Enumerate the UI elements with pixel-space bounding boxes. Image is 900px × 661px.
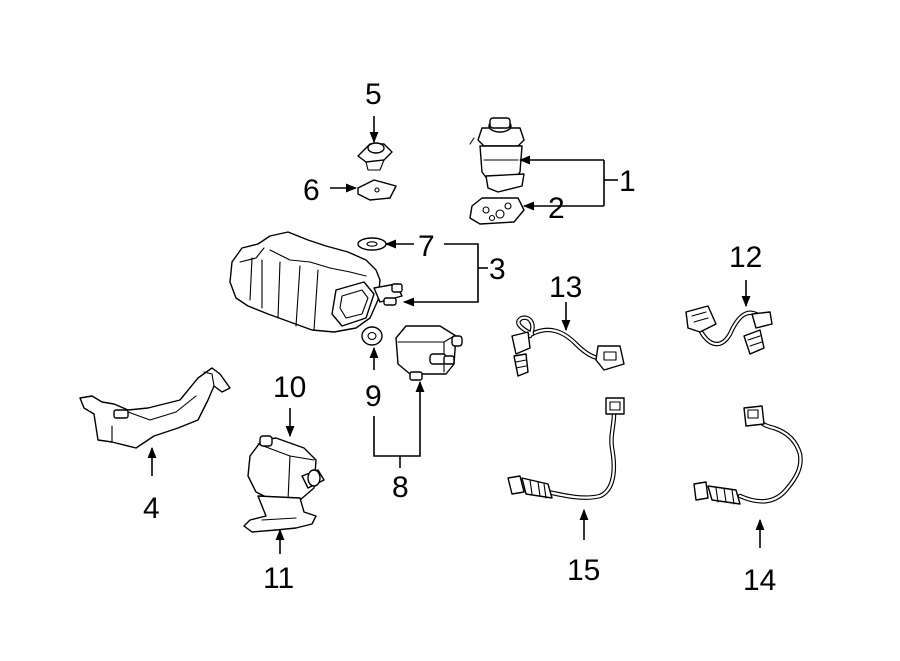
oxygen-sensor-13[interactable] <box>511 315 625 377</box>
charcoal-canister[interactable] <box>229 231 403 333</box>
oxygen-sensor-15[interactable] <box>507 397 625 500</box>
callout-8: 8 <box>392 471 409 504</box>
o-ring-9[interactable] <box>361 326 383 346</box>
egr-gasket[interactable] <box>469 197 525 225</box>
leader-lines <box>147 116 765 554</box>
callout-10: 10 <box>273 371 306 404</box>
callout-11: 11 <box>263 562 294 595</box>
sensor-5[interactable] <box>357 142 393 171</box>
callout-4: 4 <box>143 492 160 525</box>
callout-6: 6 <box>303 174 320 207</box>
bracket-4[interactable] <box>79 367 231 449</box>
callout-9: 9 <box>365 380 382 413</box>
callout-1: 1 <box>619 165 636 198</box>
bracket-11[interactable] <box>243 495 317 533</box>
callout-numbers: 1 2 3 4 5 6 7 8 9 10 11 12 13 14 15 <box>143 78 776 597</box>
washer-7[interactable] <box>357 237 387 251</box>
callout-7: 7 <box>418 230 435 263</box>
purge-solenoid-8[interactable] <box>395 325 463 381</box>
callout-3: 3 <box>489 253 506 286</box>
callout-5: 5 <box>365 78 382 111</box>
egr-valve[interactable] <box>469 117 525 193</box>
callout-14: 14 <box>743 564 776 597</box>
solenoid-valve-10[interactable] <box>247 435 325 503</box>
callout-12: 12 <box>729 241 762 274</box>
callout-13: 13 <box>549 271 582 304</box>
pad-6[interactable] <box>357 179 397 201</box>
oxygen-sensor-12[interactable] <box>685 305 773 355</box>
callout-15: 15 <box>567 554 600 587</box>
callout-2: 2 <box>548 192 565 225</box>
oxygen-sensor-14[interactable] <box>693 405 803 505</box>
